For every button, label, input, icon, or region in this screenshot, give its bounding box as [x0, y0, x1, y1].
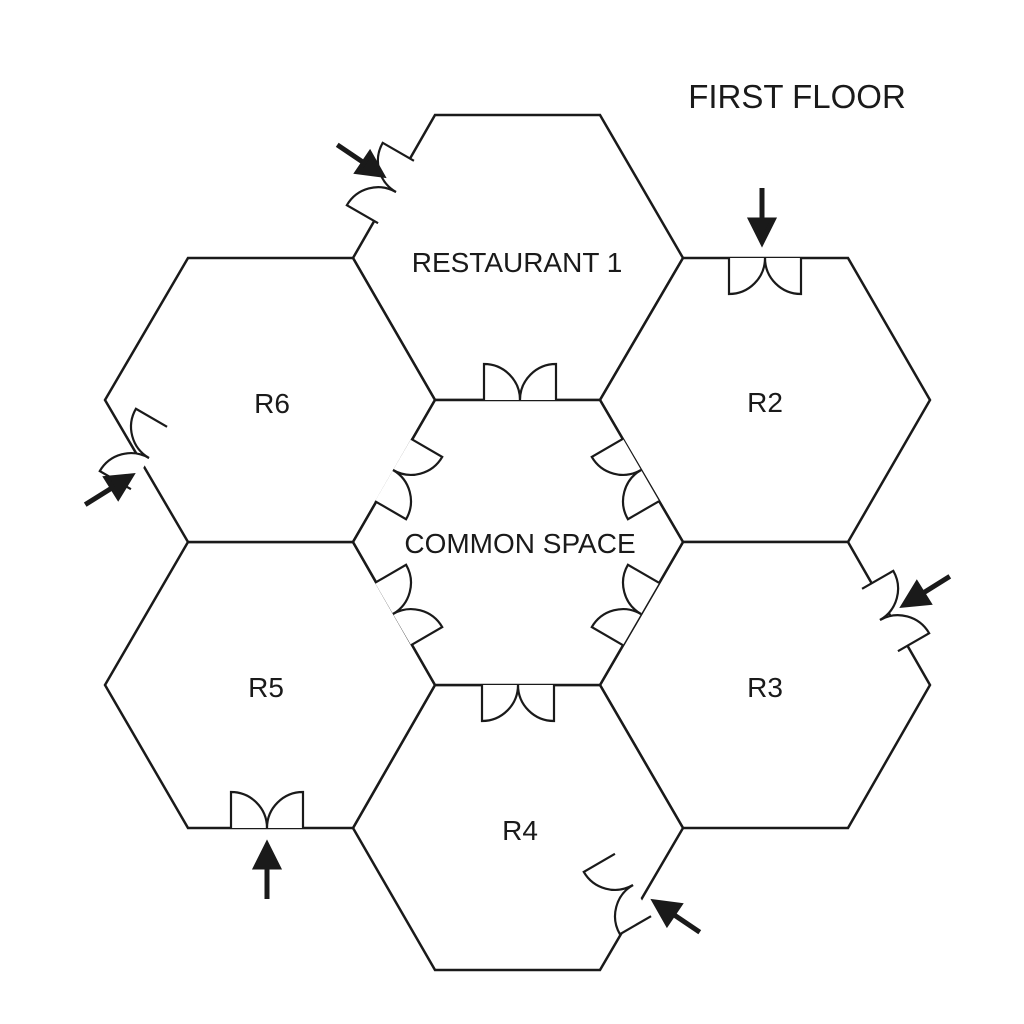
- door-r6-to-common: [374, 437, 444, 521]
- room-label-common-space: COMMON SPACE: [404, 528, 635, 559]
- door-r2-entrance: [727, 257, 803, 296]
- room-label-r5: R5: [248, 672, 284, 703]
- door-restaurant-1-to-common: [482, 362, 558, 401]
- door-r5-to-common: [374, 563, 444, 647]
- arrow-r3-entrance: [899, 574, 952, 608]
- arrow-r6-entrance: [83, 473, 136, 507]
- arrow-r2-entrance: [746, 188, 778, 248]
- room-label-r2: R2: [747, 387, 783, 418]
- room-label-r4: R4: [502, 815, 538, 846]
- arrow-r4-entrance: [650, 898, 702, 935]
- door-r5-entrance: [229, 790, 305, 829]
- door-restaurant-1-entrance: [345, 141, 415, 225]
- door-r2-to-common: [590, 437, 660, 521]
- door-r4-to-common: [480, 684, 556, 723]
- room-label-r6: R6: [254, 388, 290, 419]
- door-r3-entrance: [861, 569, 931, 653]
- door-r6-entrance: [98, 407, 168, 491]
- room-label-restaurant-1: RESTAURANT 1: [412, 247, 623, 278]
- room-common-space: [351, 398, 685, 687]
- door-r3-to-common: [590, 563, 660, 647]
- room-label-r3: R3: [747, 672, 783, 703]
- floor-title: FIRST FLOOR: [688, 78, 906, 115]
- door-r4-entrance: [582, 852, 652, 936]
- arrow-r5-entrance: [251, 839, 283, 899]
- arrow-restaurant-1-entrance: [335, 142, 387, 179]
